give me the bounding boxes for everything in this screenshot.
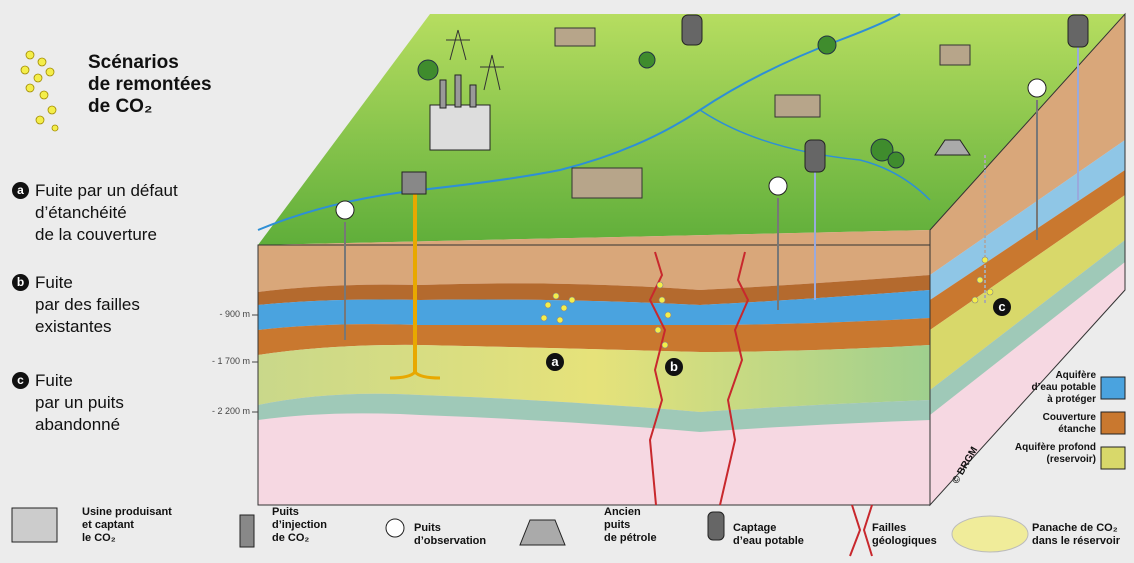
- water-tower-3: [1067, 14, 1089, 48]
- village: [554, 27, 971, 199]
- scenario-c: c Fuite par un puits abandonné: [12, 370, 124, 436]
- depth-label: - 1 700 m: [211, 356, 250, 366]
- legend-observation: Puits d’observation: [414, 522, 486, 548]
- front-face: [257, 230, 931, 506]
- swatch-drinking-aquifer: [1100, 376, 1126, 400]
- observation-well-icon: [385, 518, 405, 538]
- scenario-text: par des failles: [35, 295, 140, 314]
- scenario-text: Fuite par un défaut: [35, 181, 178, 200]
- legend-faults: Failles géologiques: [872, 522, 937, 548]
- observation-well-2: [768, 176, 788, 196]
- swatch-cap-rock: [1100, 411, 1126, 435]
- factory: [429, 104, 491, 151]
- co2-plumes: [540, 256, 994, 349]
- legend-factory: Usine produisant et captant le CO₂: [82, 506, 172, 545]
- page-title: Scénarios de remontées de CO₂: [88, 52, 212, 118]
- legend-text: de CO₂: [272, 532, 310, 544]
- legend-text: étanche: [1058, 424, 1096, 435]
- fault-icon: [849, 504, 873, 557]
- fault-2: [719, 251, 750, 506]
- pylons: [446, 29, 504, 91]
- scenario-text: de la couverture: [35, 225, 157, 244]
- fault-1: [648, 251, 667, 506]
- title-line: de CO₂: [88, 96, 153, 117]
- scenario-text: existantes: [35, 317, 112, 336]
- scenario-a: a Fuite par un défaut d’étanchéité de la…: [12, 180, 178, 246]
- river: [257, 13, 901, 231]
- injection-well-icon: [239, 514, 255, 548]
- legend-text: Panache de CO₂: [1032, 522, 1118, 534]
- water-tower-2: [681, 14, 703, 46]
- legend-oil-well: Ancien puits de pétrole: [604, 506, 657, 545]
- title-line: de remontées: [88, 74, 212, 95]
- legend-text: Captage: [733, 522, 777, 534]
- scenario-text: d’étanchéité: [35, 203, 127, 222]
- legend-text: Couverture: [1042, 412, 1096, 423]
- legend-text: d’eau potable: [1031, 382, 1096, 393]
- scenario-text: Fuite: [35, 371, 73, 390]
- depth-label: - 2 200 m: [211, 406, 250, 416]
- marker-a: a: [546, 353, 564, 371]
- legend-text: de pétrole: [604, 532, 657, 544]
- legend-text: Usine produisant: [82, 506, 172, 518]
- oil-well-icon: [519, 519, 566, 546]
- legend-reservoir: Aquifère profond (reservoir): [990, 442, 1096, 466]
- legend-water: Captage d’eau potable: [733, 522, 804, 548]
- legend-text: à protéger: [1047, 394, 1096, 405]
- legend-drinking-aquifer: Aquifère d’eau potable à protéger: [1000, 370, 1096, 406]
- legend-text: d’observation: [414, 535, 487, 547]
- swatch-reservoir: [1100, 446, 1126, 470]
- scenario-b: b Fuite par des failles existantes: [12, 272, 140, 338]
- scenario-badge: b: [12, 274, 29, 291]
- legend-plume: Panache de CO₂ dans le réservoir: [1032, 522, 1120, 548]
- legend-text: d’eau potable: [733, 535, 804, 547]
- marker-b: b: [665, 358, 683, 376]
- legend-injection: Puits d’injection de CO₂: [272, 506, 327, 545]
- scenario-badge: c: [12, 372, 29, 389]
- legend-text: Puits: [414, 522, 441, 534]
- legend-text: Aquifère: [1055, 370, 1096, 381]
- scenario-badge: a: [12, 182, 29, 199]
- observation-well-1: [335, 200, 355, 220]
- trees: [417, 35, 905, 169]
- legend-text: dans le réservoir: [1032, 535, 1121, 547]
- legend-text: (reservoir): [1046, 454, 1096, 465]
- injection-wellhead: [401, 171, 427, 195]
- legend-text: et captant: [82, 519, 134, 531]
- scenario-text: abandonné: [35, 415, 121, 434]
- legend-text: Failles: [872, 522, 907, 534]
- observation-well-3: [1027, 78, 1047, 98]
- scenario-text: Fuite: [35, 273, 73, 292]
- scenario-text: par un puits: [35, 393, 124, 412]
- side-face: [929, 12, 1126, 507]
- legend-cap-rock: Couverture étanche: [1000, 412, 1096, 436]
- depth-label: - 900 m: [219, 309, 250, 319]
- legend-text: puits: [604, 519, 631, 531]
- plume-icon: [951, 515, 1029, 553]
- factory-icon: [11, 507, 58, 543]
- legend-text: le CO₂: [82, 532, 116, 544]
- oil-well: [934, 139, 971, 156]
- co2-bubbles-icon: [20, 50, 59, 132]
- legend-text: d’injection: [272, 519, 327, 531]
- water-tower-icon: [707, 511, 725, 541]
- legend-text: Aquifère profond: [1014, 442, 1096, 453]
- legend-text: Puits: [272, 506, 299, 518]
- ground-surface: [258, 14, 1125, 245]
- river-branch: [699, 109, 931, 201]
- marker-c: c: [993, 298, 1011, 316]
- legend-text: géologiques: [872, 535, 937, 547]
- water-tower-1: [804, 139, 826, 173]
- legend-text: Ancien: [604, 506, 641, 518]
- title-line: Scénarios: [88, 52, 179, 73]
